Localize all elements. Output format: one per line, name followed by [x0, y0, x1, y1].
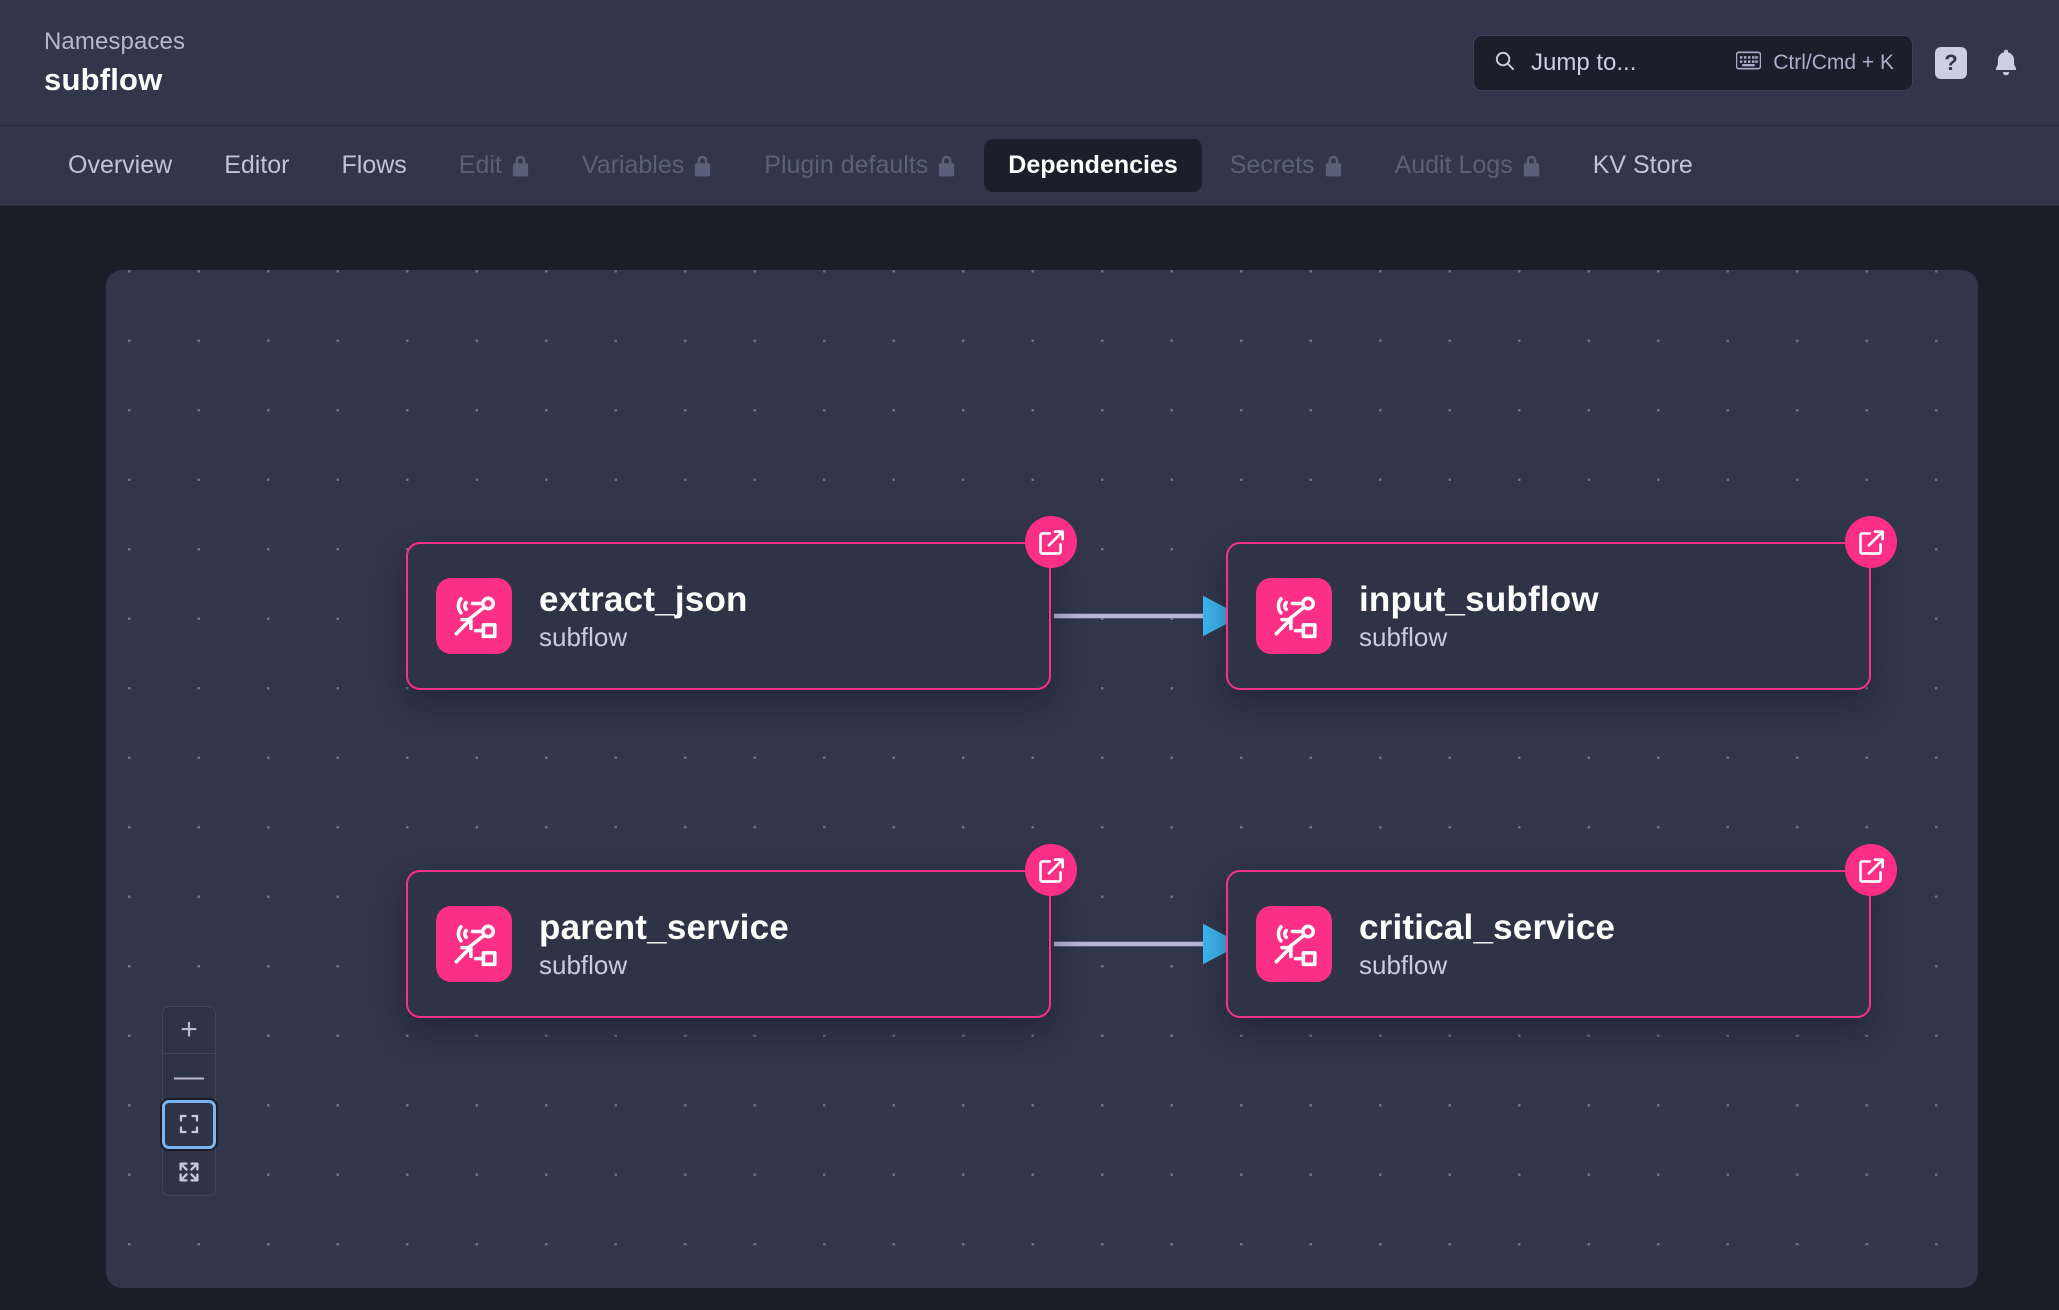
- bell-icon[interactable]: [1989, 46, 2023, 80]
- subflow-icon: [436, 578, 512, 654]
- node-title: extract_json: [539, 579, 748, 619]
- tab-label: Edit: [458, 151, 502, 179]
- tab-bar: Overview Editor Flows Edit Variables Plugin d…: [0, 126, 2059, 206]
- lock-icon: [693, 155, 712, 177]
- node-title: input_subflow: [1359, 579, 1599, 619]
- external-link-icon[interactable]: [1845, 844, 1897, 896]
- breadcrumb: Namespaces subflow: [44, 28, 185, 98]
- node-title: critical_service: [1359, 907, 1616, 947]
- tab-label: Variables: [581, 151, 685, 179]
- tab-label: Flows: [341, 151, 407, 179]
- search-input[interactable]: Jump to... Ctrl/Cmd + K: [1473, 34, 1913, 91]
- external-link-icon[interactable]: [1025, 844, 1077, 896]
- fit-view-button[interactable]: [162, 1100, 216, 1149]
- plus-icon: +: [180, 1013, 198, 1046]
- tab-label: Plugin defaults: [764, 151, 929, 179]
- tab-label: Audit Logs: [1394, 151, 1513, 179]
- node-subtitle: subflow: [1359, 950, 1448, 981]
- tab-label: Dependencies: [1008, 151, 1178, 179]
- shortcut-label: Ctrl/Cmd + K: [1773, 50, 1894, 74]
- external-link-icon[interactable]: [1845, 516, 1897, 568]
- tab-variables[interactable]: Variables: [558, 139, 736, 192]
- help-icon[interactable]: ?: [1935, 46, 1967, 79]
- tab-label: Overview: [68, 151, 173, 179]
- fit-view-icon: [177, 1112, 201, 1136]
- node-subtitle: subflow: [539, 622, 628, 653]
- header-actions: Jump to... Ctrl/Cmd + K: [1473, 34, 2023, 91]
- tab-label: KV Store: [1592, 151, 1693, 179]
- tab-audit-logs[interactable]: Audit Logs: [1371, 139, 1565, 192]
- external-link-icon[interactable]: [1025, 516, 1077, 568]
- keyboard-icon: [1735, 51, 1762, 75]
- search-placeholder: Jump to...: [1531, 48, 1637, 76]
- tab-flows[interactable]: Flows: [318, 139, 431, 192]
- lock-icon: [1324, 155, 1343, 177]
- page-title: subflow: [44, 61, 163, 97]
- tab-editor[interactable]: Editor: [200, 139, 313, 192]
- tab-plugin-defaults[interactable]: Plugin defaults: [740, 139, 980, 192]
- node-subtitle: subflow: [1359, 622, 1448, 653]
- tab-dependencies[interactable]: Dependencies: [984, 139, 1202, 192]
- tab-secrets[interactable]: Secrets: [1206, 139, 1367, 192]
- lock-icon: [937, 155, 956, 177]
- zoom-controls[interactable]: +—: [162, 1006, 216, 1196]
- fullscreen-button[interactable]: [163, 1148, 215, 1195]
- subflow-icon: [436, 906, 512, 982]
- zoom-in-button[interactable]: +: [163, 1007, 215, 1054]
- app-header: Namespaces subflow Jump to...: [0, 0, 2059, 126]
- tab-label: Secrets: [1229, 151, 1315, 179]
- fullscreen-icon: [177, 1160, 201, 1184]
- node-title: parent_service: [539, 907, 789, 947]
- subflow-icon: [1256, 578, 1332, 654]
- minus-icon: —: [174, 1060, 204, 1093]
- subflow-icon: [1256, 906, 1332, 982]
- search-shortcut-hint: Ctrl/Cmd + K: [1735, 50, 1894, 75]
- tab-edit[interactable]: Edit: [435, 139, 554, 192]
- lock-icon: [1522, 155, 1541, 177]
- zoom-out-button[interactable]: —: [163, 1054, 215, 1101]
- tab-label: Editor: [224, 151, 290, 179]
- breadcrumb-parent[interactable]: Namespaces: [44, 27, 186, 55]
- lock-icon: [511, 155, 530, 177]
- tab-overview[interactable]: Overview: [44, 139, 196, 192]
- node-subtitle: subflow: [539, 950, 628, 981]
- tab-kv-store[interactable]: KV Store: [1569, 139, 1717, 192]
- search-icon: [1493, 49, 1516, 77]
